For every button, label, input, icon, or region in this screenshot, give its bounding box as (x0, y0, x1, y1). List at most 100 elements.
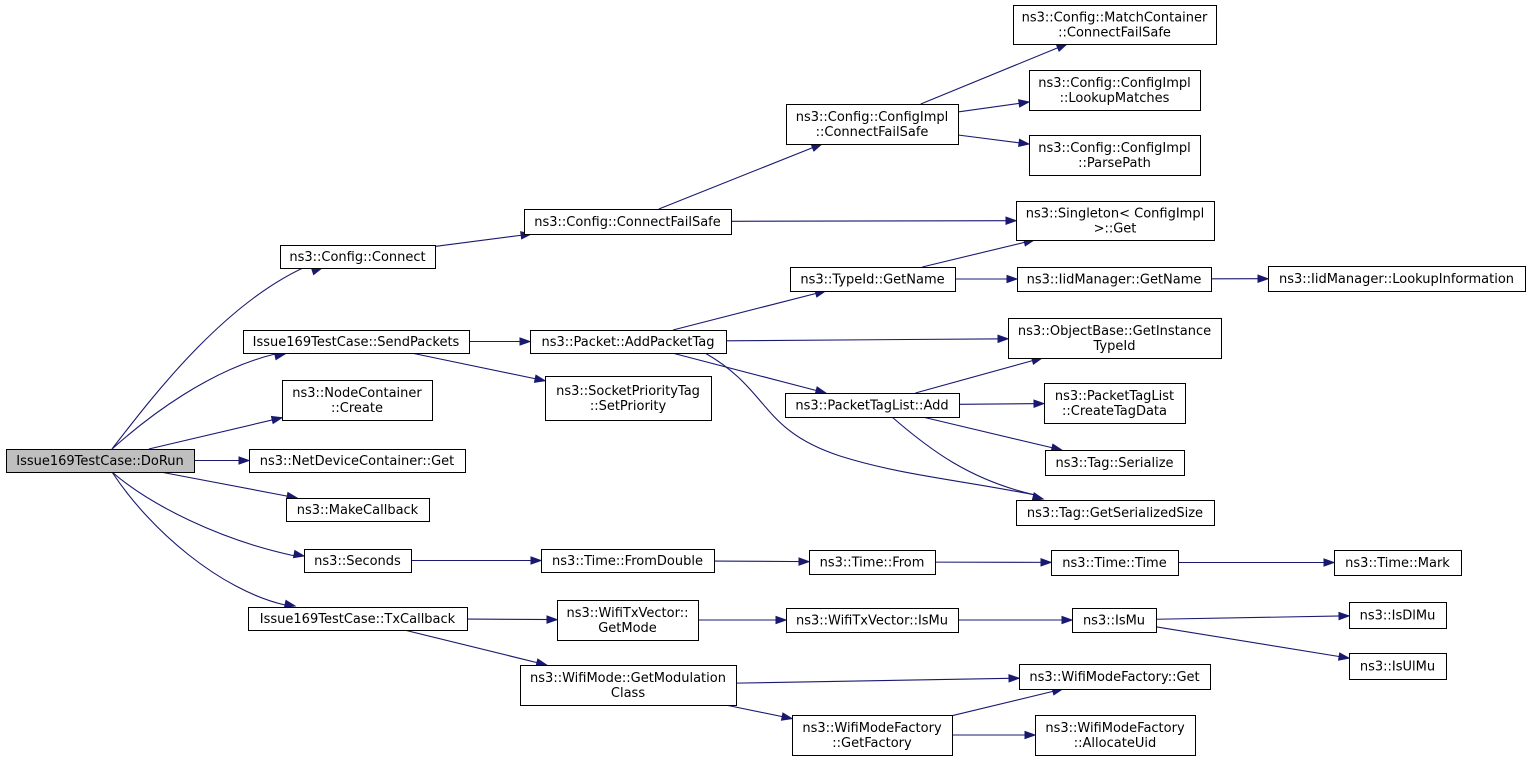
node-txvec-ismu-label: ns3::WifiTxVector::IsMu (796, 614, 948, 629)
edge-dorun-to-makecallback (160, 471, 299, 501)
node-netdev-get[interactable]: ns3::NetDeviceContainer::Get (249, 449, 466, 473)
edge-ptl_add-to-createtagdata-arrowhead (1033, 399, 1046, 408)
edge-dorun-to-seconds-line (111, 471, 296, 557)
node-socketprio-label: ns3::SocketPriorityTag (556, 384, 700, 399)
node-impl-connectfs-label: ::ConnectFailSafe (816, 125, 929, 140)
node-createtagdata[interactable]: ns3::PacketTagList::CreateTagData (1044, 383, 1186, 424)
node-dorun-label: Issue169TestCase::DoRun (16, 454, 184, 469)
edge-ptl_add-to-createtagdata-line (958, 403, 1045, 405)
node-wmf-getfactory-label: ns3::WifiModeFactory (802, 721, 942, 736)
node-socketprio-box (545, 376, 712, 421)
node-txvec-getmode[interactable]: ns3::WifiTxVector::GetMode (557, 600, 699, 641)
node-txvec-getmode-label: ns3::WifiTxVector:: (566, 606, 688, 621)
node-makecallback[interactable]: ns3::MakeCallback (286, 498, 430, 522)
node-seconds[interactable]: ns3::Seconds (304, 549, 412, 573)
edge-txcallback-to-getmodclass (404, 629, 549, 667)
node-typeid-getname[interactable]: ns3::TypeId::GetName (790, 267, 956, 292)
node-wmf-getfactory[interactable]: ns3::WifiModeFactory::GetFactory (792, 715, 953, 756)
node-txvec-ismu[interactable]: ns3::WifiTxVector::IsMu (786, 608, 959, 633)
node-ismu[interactable]: ns3::IsMu (1072, 608, 1157, 633)
node-dorun[interactable]: Issue169TestCase::DoRun (6, 449, 195, 473)
edge-getmodclass-to-wmf_getfactory (725, 704, 794, 721)
node-allocateuid-label: ns3::WifiModeFactory (1045, 721, 1185, 736)
edge-impl_connectfs-to-lookupmatches-arrowhead (1018, 99, 1031, 108)
edge-getmodclass-to-wmf_get (735, 674, 1021, 684)
node-match-connectfs-box (1013, 5, 1217, 45)
node-tag-serialize-box (1045, 450, 1185, 476)
node-addpackettag-label: ns3::Packet::AddPacketTag (541, 335, 714, 350)
edge-impl_connectfs-to-parsepath-arrowhead (1018, 138, 1031, 148)
node-typeid-getname-label: ns3::TypeId::GetName (800, 273, 944, 288)
node-createtagdata-label: ns3::PacketTagList (1055, 389, 1174, 404)
node-ismu-box (1072, 608, 1157, 633)
edge-seconds-to-fromdouble (411, 556, 543, 565)
node-netdev-get-label: ns3::NetDeviceContainer::Get (260, 454, 455, 469)
edge-cfg_connectfs-to-singleton_get-arrowhead (1005, 216, 1018, 226)
node-cfg-connectfs[interactable]: ns3::Config::ConnectFailSafe (524, 209, 732, 235)
node-match-connectfs[interactable]: ns3::Config::MatchContainer::ConnectFail… (1013, 5, 1217, 45)
node-iid-getname[interactable]: ns3::IidManager::GetName (1017, 267, 1212, 292)
node-lookupinfo-label: ns3::IidManager::LookupInformation (1279, 272, 1514, 287)
node-tag-serialize[interactable]: ns3::Tag::Serialize (1045, 450, 1185, 476)
node-singleton-get[interactable]: ns3::Singleton< ConfigImpl>::Get (1016, 201, 1215, 241)
node-getinstancetypeid-box (1008, 318, 1222, 359)
node-lookupinfo-box (1268, 266, 1526, 292)
node-isulmu[interactable]: ns3::IsUlMu (1349, 653, 1447, 680)
node-fromdouble-box (541, 549, 715, 573)
node-socketprio[interactable]: ns3::SocketPriorityTag::SetPriority (545, 376, 712, 421)
node-time-mark[interactable]: ns3::Time::Mark (1334, 550, 1462, 576)
node-createtagdata-box (1044, 383, 1186, 424)
edge-wmf_getfactory-to-wmf_get-line (951, 688, 1063, 717)
edge-dorun-to-txcallback (111, 471, 297, 609)
node-fromdouble[interactable]: ns3::Time::FromDouble (541, 549, 715, 573)
node-tag-getsersize-box (1016, 500, 1215, 526)
node-time-from-label: ns3::Time::From (820, 556, 925, 571)
node-tag-getsersize[interactable]: ns3::Tag::GetSerializedSize (1016, 500, 1215, 526)
node-allocateuid[interactable]: ns3::WifiModeFactory::AllocateUid (1035, 715, 1196, 756)
edge-getmodclass-to-wmf_getfactory-arrowhead (780, 712, 794, 721)
edge-cfg_connectfs-to-singleton_get (730, 216, 1018, 226)
node-cfg-connect-label: ns3::Config::Connect (289, 250, 425, 265)
node-impl-connectfs[interactable]: ns3::Config::ConfigImpl::ConnectFailSafe (786, 104, 959, 145)
node-wmf-get[interactable]: ns3::WifiModeFactory::Get (1019, 664, 1211, 690)
node-nodecont-create[interactable]: ns3::NodeContainer::Create (282, 380, 433, 421)
node-time-from[interactable]: ns3::Time::From (809, 550, 936, 575)
node-addpackettag-box (530, 330, 727, 354)
edge-seconds-to-fromdouble-arrowhead (530, 556, 543, 565)
node-getinstancetypeid-label: TypeId (1093, 339, 1136, 354)
node-txcallback[interactable]: Issue169TestCase::TxCallback (248, 607, 468, 631)
edge-fromdouble-to-time_from (713, 557, 811, 566)
node-isdlmu[interactable]: ns3::IsDlMu (1349, 602, 1447, 629)
node-ptl-add[interactable]: ns3::PacketTagList::Add (785, 393, 960, 418)
edge-time_time-to-time_mark (1178, 558, 1336, 567)
node-dorun-box (6, 449, 195, 473)
edge-txcallback-to-getmodclass-line (404, 629, 547, 666)
edge-addpackettag-to-ptl_add-line (672, 352, 827, 394)
node-sendpackets-label: Issue169TestCase::SendPackets (253, 335, 460, 350)
node-nodecont-create-box (282, 380, 433, 421)
node-tag-getsersize-label: ns3::Tag::GetSerializedSize (1027, 506, 1203, 521)
node-ptl-add-label: ns3::PacketTagList::Add (795, 399, 948, 414)
node-lookupmatches[interactable]: ns3::Config::ConfigImpl::LookupMatches (1029, 70, 1201, 111)
edge-dorun-to-nodecont_create-arrowhead (270, 415, 284, 425)
node-sendpackets[interactable]: Issue169TestCase::SendPackets (243, 330, 470, 354)
edge-dorun-to-seconds-arrowhead (292, 549, 306, 559)
edge-txcallback-to-txvec_getmode-arrowhead (546, 615, 559, 624)
edge-cfg_connect-to-cfg_connectfs (434, 231, 533, 247)
node-seconds-box (304, 549, 412, 573)
edge-cfg_connectfs-to-impl_connectfs-arrowhead (810, 143, 824, 152)
node-isdlmu-label: ns3::IsDlMu (1360, 609, 1436, 624)
edge-iid_getname-to-lookupinfo (1210, 274, 1270, 284)
node-getinstancetypeid-label: ns3::ObjectBase::GetInstance (1018, 324, 1211, 339)
nodes-layer: Issue169TestCase::DoRun ns3::Config::Conn… (6, 5, 1526, 756)
node-lookupinfo[interactable]: ns3::IidManager::LookupInformation (1268, 266, 1526, 292)
node-addpackettag[interactable]: ns3::Packet::AddPacketTag (530, 330, 727, 354)
node-cfg-connect[interactable]: ns3::Config::Connect (280, 245, 436, 269)
edge-addpackettag-to-getinstancetypeid-arrowhead (997, 334, 1010, 344)
edge-txvec_getmode-to-txvec_ismu (698, 615, 788, 625)
node-time-time[interactable]: ns3::Time::Time (1051, 550, 1179, 576)
node-parsepath[interactable]: ns3::Config::ConfigImpl::ParsePath (1029, 135, 1201, 176)
